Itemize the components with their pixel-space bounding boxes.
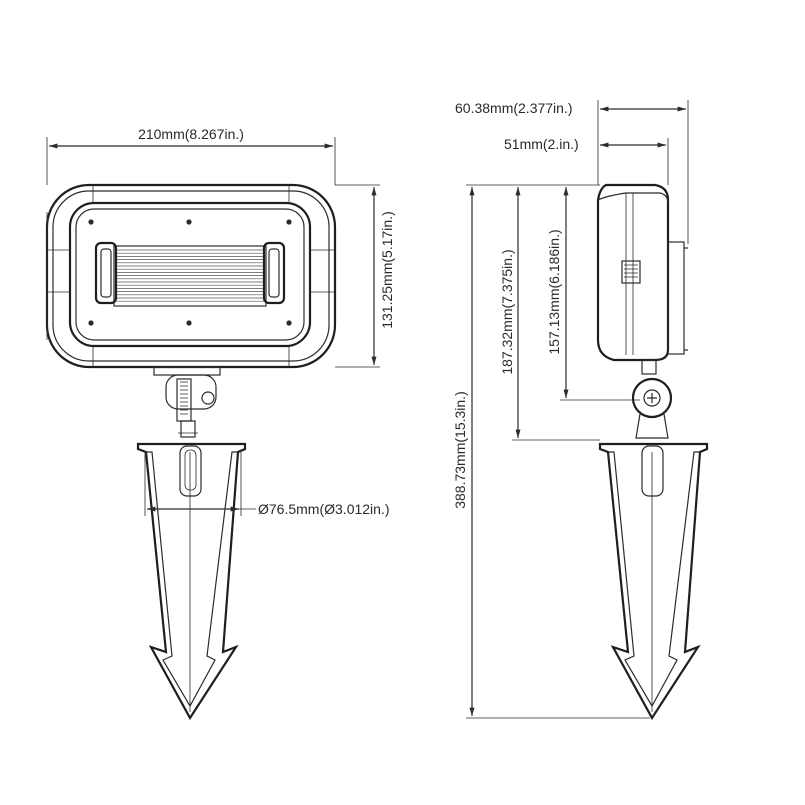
side-dimensions — [466, 100, 689, 719]
led-window — [113, 245, 267, 307]
ground-stake — [136, 442, 247, 721]
dim-pivot-height-label: 157.13mm(6.186in.) — [546, 229, 562, 354]
dim-total-height-label: 388.73mm(15.3in.) — [452, 391, 468, 509]
dim-total-depth-label: 60.38mm(2.377in.) — [455, 100, 573, 116]
front-dimensions — [46, 137, 380, 516]
dim-diameter-label: Ø76.5mm(Ø3.012in.) — [258, 501, 390, 517]
dim-mid-height-label: 187.32mm(7.375in.) — [499, 249, 515, 374]
side-view — [596, 183, 709, 721]
front-view — [45, 183, 337, 721]
dim-front-height-label: 131.25mm(5.17in.) — [379, 211, 395, 329]
dim-width-label: 210mm(8.267in.) — [138, 126, 244, 142]
dim-body-depth-label: 51mm(2.in.) — [504, 136, 579, 152]
